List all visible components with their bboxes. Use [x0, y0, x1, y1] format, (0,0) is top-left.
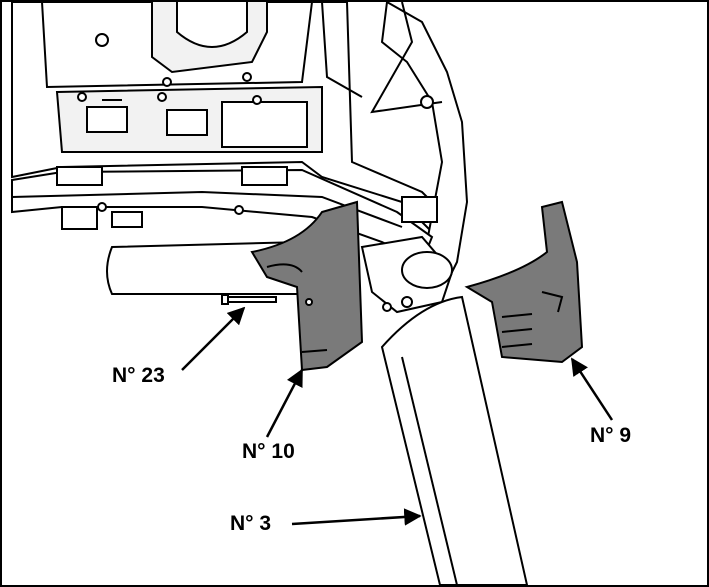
bolt-part-23 — [221, 294, 277, 305]
callout-part-10: N° 10 — [242, 440, 295, 463]
leader-arrows — [181, 306, 614, 526]
upright-tube — [380, 295, 529, 585]
callout-part-9: N° 9 — [590, 424, 632, 447]
shroud-part-10 — [250, 200, 364, 372]
crossbar — [11, 166, 434, 264]
pivot-yoke — [360, 196, 454, 314]
callout-part-3: N° 3 — [230, 512, 272, 535]
leader-arrow-9 — [570, 357, 614, 421]
leader-arrow-23 — [181, 306, 246, 371]
leader-arrow-3 — [291, 508, 422, 526]
callout-part-23: N° 23 — [112, 364, 165, 387]
leader-arrow-10 — [265, 368, 304, 438]
shroud-part-9 — [464, 200, 584, 364]
upper-frame — [11, 2, 444, 234]
